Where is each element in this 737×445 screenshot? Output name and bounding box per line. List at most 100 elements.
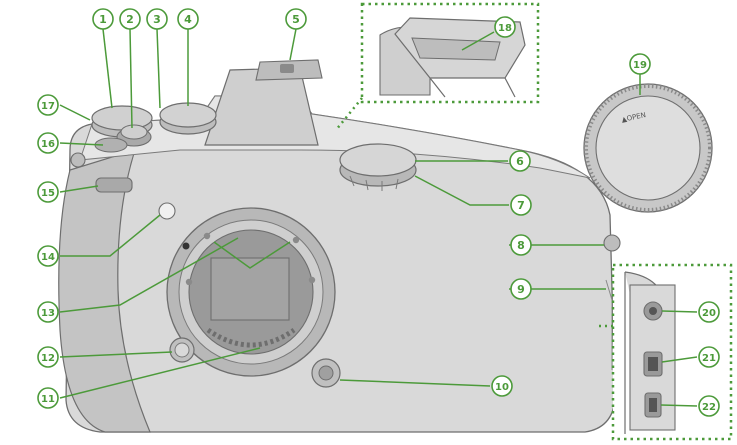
leader-20	[661, 310, 698, 313]
leader-17	[59, 104, 91, 121]
callout-badge	[285, 8, 307, 30]
callout-6: 6	[509, 150, 531, 172]
hot-shoe-contacts	[280, 64, 294, 73]
callout-21: 21	[698, 346, 720, 368]
mount-index-dot	[182, 242, 190, 250]
callout-number: 2	[126, 13, 134, 26]
callout-number: 22	[702, 402, 716, 413]
mount-screw	[292, 236, 300, 244]
strap-eyelet-left-icon	[70, 152, 86, 168]
callout-20: 20	[698, 301, 720, 323]
callout-number: 17	[41, 101, 55, 112]
callout-badge	[37, 346, 59, 368]
leader-3	[156, 28, 161, 109]
callout-number: 6	[516, 155, 524, 168]
callout-badge	[629, 53, 651, 75]
dial-knurling	[349, 175, 399, 191]
leader-1	[102, 28, 113, 109]
leader-22	[660, 404, 698, 407]
leader-14	[60, 214, 161, 257]
callout-badge	[177, 8, 199, 30]
callout-badge	[510, 194, 532, 216]
callout-number: 5	[292, 13, 300, 26]
leader-11	[59, 347, 261, 399]
lens-mount	[166, 207, 336, 377]
callout-badge	[510, 278, 532, 300]
callout-7: 7	[510, 194, 532, 216]
callout-number: 1	[99, 13, 107, 26]
callout-number: 12	[41, 353, 55, 364]
callout-badge	[698, 395, 720, 417]
callout-badge	[698, 346, 720, 368]
callout-number: 3	[153, 13, 161, 26]
leader-16	[59, 142, 104, 146]
callout-4: 4	[177, 8, 199, 30]
leader-2	[129, 28, 133, 129]
callout-number: 4	[184, 13, 192, 26]
callout-number: 14	[41, 252, 55, 263]
camera-grip	[58, 149, 151, 433]
callout-badge	[92, 8, 114, 30]
callout-13: 13	[37, 301, 59, 323]
callout-number: 8	[517, 239, 525, 252]
flash-inset-connector	[335, 97, 363, 131]
mount-screw	[308, 276, 316, 284]
callout-number: 10	[495, 382, 509, 393]
callout-16: 16	[37, 132, 59, 154]
callout-2: 2	[119, 8, 141, 30]
callout-badge	[37, 387, 59, 409]
leader-12	[59, 351, 173, 358]
callout-number: 13	[41, 308, 55, 319]
callout-badge	[37, 301, 59, 323]
callout-badge	[494, 16, 516, 38]
mount-screw	[203, 232, 211, 240]
callout-number: 16	[41, 139, 55, 150]
leader-21	[661, 356, 698, 363]
callout-number: 9	[517, 283, 525, 296]
callout-18: 18	[494, 16, 516, 38]
callout-number: 11	[41, 394, 55, 405]
callout-badge	[37, 181, 59, 203]
leader-13	[59, 237, 239, 313]
callout-19: 19	[629, 53, 651, 75]
callout-badge	[510, 234, 532, 256]
strap-eyelet-icon	[603, 234, 621, 252]
callout-badge	[37, 245, 59, 267]
callout-badge	[119, 8, 141, 30]
callout-badge	[37, 94, 59, 116]
leader-15	[59, 185, 99, 193]
callout-15: 15	[37, 181, 59, 203]
front-command-dial-icon	[95, 177, 133, 193]
callout-badge	[491, 375, 513, 397]
callout-number: 21	[702, 353, 716, 364]
callout-17: 17	[37, 94, 59, 116]
callout-8: 8	[510, 234, 532, 256]
af-assist-lamp-icon	[158, 202, 176, 220]
callout-1: 1	[92, 8, 114, 30]
callout-22: 22	[698, 395, 720, 417]
body-cap: ▲OPEN	[583, 83, 713, 213]
callout-badge	[37, 132, 59, 154]
top-dials	[91, 102, 417, 191]
callout-badge	[146, 8, 168, 30]
callout-number: 19	[633, 60, 647, 71]
callout-badge	[698, 301, 720, 323]
callout-number: 20	[702, 308, 716, 319]
callout-10: 10	[491, 375, 513, 397]
body-cap-face	[595, 95, 701, 201]
callout-11: 11	[37, 387, 59, 409]
callout-number: 15	[41, 188, 55, 199]
callout-3: 3	[146, 8, 168, 30]
callout-badge	[509, 150, 531, 172]
mount-screw	[185, 278, 193, 286]
leader-lines	[59, 28, 698, 407]
leader-7	[414, 175, 509, 206]
callout-number: 18	[498, 23, 512, 34]
callout-14: 14	[37, 245, 59, 267]
leader-5	[289, 28, 297, 61]
callout-12: 12	[37, 346, 59, 368]
leader-13b	[213, 241, 291, 269]
callout-number: 7	[517, 199, 525, 212]
